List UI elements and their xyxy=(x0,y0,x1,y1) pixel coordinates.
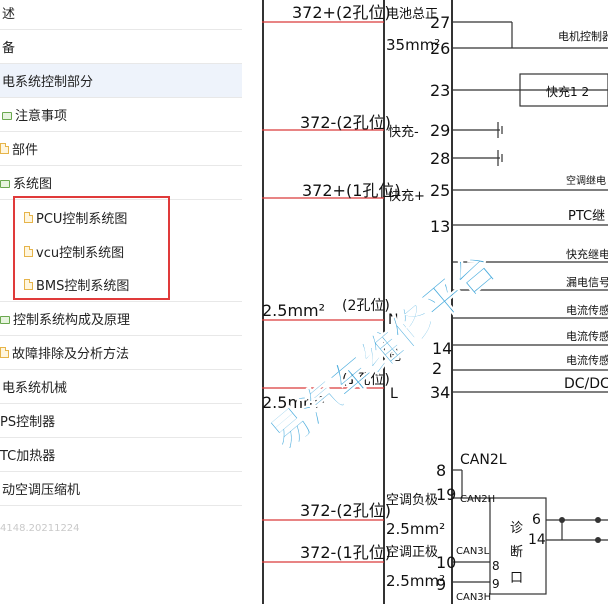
wire-label: 空调负极 xyxy=(386,493,438,508)
tree-item-parts[interactable]: 部件 xyxy=(0,132,242,166)
tree-item-label: TC加热器 xyxy=(0,449,56,464)
tree-item-label: PS控制器 xyxy=(0,415,56,430)
wire-label: (2孔位) xyxy=(342,298,390,314)
document-icon xyxy=(24,279,33,290)
highlight-box xyxy=(13,196,170,300)
tree-item-label: 系统图 xyxy=(13,177,53,192)
pin-number: 25 xyxy=(430,181,450,200)
pin-number: 13 xyxy=(430,217,450,236)
module-pin: 9 xyxy=(492,577,500,591)
component-label: 漏电信号 xyxy=(566,276,608,289)
tree-item-label: 电系统机械 xyxy=(2,381,68,396)
wire-label: 地 xyxy=(388,349,401,364)
module-pin: 6 xyxy=(532,512,541,528)
wire-label: N xyxy=(388,312,398,328)
wire-label: 2.5mm² xyxy=(386,572,445,590)
wire-label: 2.5mm² xyxy=(262,301,325,320)
pin-number: 27 xyxy=(430,13,450,32)
pin-number: 8 xyxy=(436,461,446,480)
wire-label: 快充+ xyxy=(388,188,425,204)
tree-item-notes[interactable]: 注意事项 xyxy=(0,98,242,132)
pane-divider[interactable] xyxy=(262,0,264,604)
document-icon xyxy=(0,143,9,154)
wire-label: (1孔位) xyxy=(342,372,390,388)
pin-number: 28 xyxy=(430,149,450,168)
pin-number: 10 xyxy=(436,553,456,572)
module-label: 断 xyxy=(510,545,523,560)
tree-item-label: 故障排除及分析方法 xyxy=(12,347,130,362)
folder-icon xyxy=(0,179,10,188)
wire-label: 372-(2孔位) xyxy=(300,113,391,132)
tree-item-label: BMS控制系统图 xyxy=(36,279,130,294)
component-label: 空调继电 xyxy=(566,174,606,187)
sidebar-tree: 述 备 电系统控制部分 注意事项 部件 系统图 PCU控制系统图 vcu控制系统… xyxy=(0,0,242,604)
tree-item-label: 电系统控制部分 xyxy=(2,75,94,90)
component-label: 电流传感 xyxy=(566,303,608,317)
tree-item-pcu-diagram[interactable]: PCU控制系统图 xyxy=(0,200,242,234)
tree-item-control-principle[interactable]: 控制系统构成及原理 xyxy=(0,302,242,336)
pin-number: 9 xyxy=(436,575,446,594)
wire-label: 372-(1孔位) xyxy=(300,543,391,562)
pin-number: 29 xyxy=(430,121,450,140)
module-pin: 14 xyxy=(528,532,546,548)
tree-item-overview[interactable]: 述 xyxy=(0,0,242,30)
can-label: CAN3L xyxy=(456,546,490,557)
folder-icon xyxy=(2,111,12,120)
wire-label: 2.5mm² xyxy=(386,520,445,538)
component-label: 电机控制器 xyxy=(558,29,608,43)
tree-item-label: vcu控制系统图 xyxy=(36,245,125,261)
wire-label: 2.5mm² xyxy=(262,393,325,412)
component-label: DC/DC xyxy=(564,376,608,392)
pin-number: 14 xyxy=(432,339,452,358)
tree-item-prep[interactable]: 备 xyxy=(0,30,242,64)
wire-label: 372+(2孔位) xyxy=(292,3,391,22)
module-label: 口 xyxy=(510,571,523,586)
tree-item-eps-controller[interactable]: PS控制器 xyxy=(0,404,242,438)
module-label: 诊 xyxy=(510,521,523,536)
tree-item-mechanical[interactable]: 电系统机械 xyxy=(0,370,242,404)
can-label: CAN2L xyxy=(460,452,507,468)
wire-label: 电池总正 xyxy=(386,7,438,22)
document-icon xyxy=(24,245,33,257)
component-label: 快充继电 xyxy=(566,247,608,261)
tree-item-label: 部件 xyxy=(12,143,39,158)
component-label: PTC继 xyxy=(568,209,605,224)
version-text: 4148.20211224 xyxy=(0,523,80,534)
tree-item-ac-compressor[interactable]: 动空调压缩机 xyxy=(0,472,242,506)
wire-label: 372+(1孔位) xyxy=(302,181,401,200)
document-icon xyxy=(0,347,9,358)
pin-number: 23 xyxy=(430,81,450,100)
module-pin: 8 xyxy=(492,559,500,573)
tree-item-system-diagrams[interactable]: 系统图 xyxy=(0,166,242,200)
tree-item-label: 备 xyxy=(2,41,16,56)
component-label: 电流传感 xyxy=(566,329,608,343)
tree-item-vcu-diagram[interactable]: vcu控制系统图 xyxy=(0,234,242,268)
tree-item-label: 控制系统构成及原理 xyxy=(13,313,131,328)
wire-label: 空调正极 xyxy=(386,545,438,560)
can-label: CAN2H xyxy=(460,494,495,505)
document-icon xyxy=(24,211,33,223)
pin-number: 19 xyxy=(436,485,456,504)
tree-item-bms-diagram[interactable]: BMS控制系统图 xyxy=(0,268,242,302)
tree-item-ptc-heater[interactable]: TC加热器 xyxy=(0,438,242,472)
component-label: 电流传感 xyxy=(566,353,608,367)
tree-item-label: PCU控制系统图 xyxy=(36,211,128,227)
wire-label: 372-(2孔位) xyxy=(300,501,391,520)
tree-item-label: 注意事项 xyxy=(15,109,68,124)
tree-item-label: 动空调压缩机 xyxy=(2,483,81,498)
pin-number: 26 xyxy=(430,39,450,58)
wiring-schematic: 372+(2孔位) 372-(2孔位) 372+(1孔位) 2.5mm² (2孔… xyxy=(262,0,608,604)
can-label: CAN3H xyxy=(456,592,491,603)
pin-number: 34 xyxy=(430,383,450,402)
wire-label: L xyxy=(390,386,398,402)
folder-icon xyxy=(0,315,10,324)
pin-number: 2 xyxy=(432,359,442,378)
tree-item-control-section[interactable]: 电系统控制部分 xyxy=(0,64,242,98)
component-label: 快充1 2 xyxy=(546,84,589,99)
tree-item-troubleshooting[interactable]: 故障排除及分析方法 xyxy=(0,336,242,370)
wire-label: 35mm² xyxy=(386,36,440,54)
tree-item-label: 述 xyxy=(2,7,16,22)
wire-label: 快充- xyxy=(388,124,419,140)
